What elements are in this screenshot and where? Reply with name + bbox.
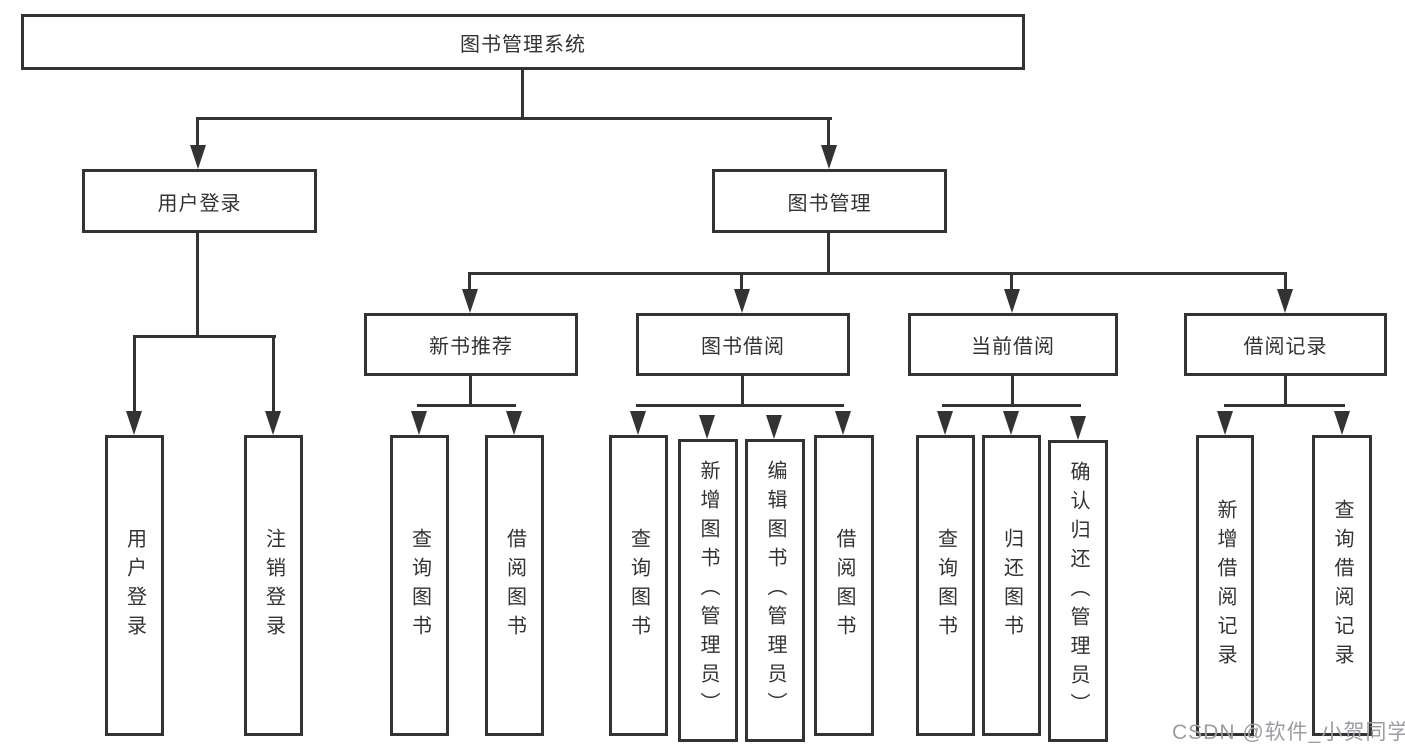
connector-line	[827, 233, 830, 275]
connector-line	[1284, 272, 1287, 292]
node-current-borrowing: 当前借阅	[908, 313, 1118, 376]
arrow-down-icon	[1004, 289, 1020, 313]
connector-line	[196, 117, 832, 120]
connector-line	[133, 335, 276, 338]
connector-line	[521, 69, 524, 119]
leaf-current-query-books: 查询图书	[916, 435, 975, 736]
arrow-down-icon	[462, 289, 478, 313]
connector-line	[468, 272, 471, 292]
connector-line	[133, 335, 136, 413]
connector-line	[1010, 272, 1013, 292]
connector-line	[272, 335, 275, 413]
arrow-down-icon	[506, 411, 522, 435]
connector-line	[196, 117, 199, 147]
node-new-book-recommendation: 新书推荐	[364, 313, 578, 376]
arrow-down-icon	[1217, 411, 1233, 435]
connector-line	[827, 117, 830, 147]
leaf-edit-books-admin: 编辑图书（管理员）	[745, 439, 805, 742]
arrow-down-icon	[821, 145, 837, 169]
arrow-down-icon	[766, 415, 782, 439]
connector-line	[1224, 404, 1345, 407]
connector-line	[1011, 375, 1014, 407]
arrow-down-icon	[1334, 411, 1350, 435]
leaf-add-books-admin: 新增图书（管理员）	[678, 439, 738, 742]
connector-line	[636, 404, 844, 407]
leaf-logout: 注销登录	[244, 435, 303, 736]
arrow-down-icon	[699, 415, 715, 439]
arrow-down-icon	[1003, 411, 1019, 435]
arrow-down-icon	[835, 411, 851, 435]
arrow-down-icon	[190, 145, 206, 169]
arrow-down-icon	[411, 411, 427, 435]
connector-line	[1284, 375, 1287, 407]
connector-line	[740, 272, 743, 292]
leaf-return-books: 归还图书	[982, 435, 1041, 736]
leaf-recommend-borrow-books: 借阅图书	[485, 435, 544, 736]
leaf-recommend-query-books: 查询图书	[390, 435, 449, 736]
leaf-confirm-return-admin: 确认归还（管理员）	[1048, 440, 1108, 742]
arrow-down-icon	[1070, 416, 1086, 440]
node-book-borrowing: 图书借阅	[636, 313, 850, 376]
node-user-login: 用户登录	[82, 169, 317, 233]
leaf-borrow-query-books: 查询图书	[609, 435, 668, 736]
watermark: CSDN @软件_小贺同学	[1172, 721, 1405, 744]
arrow-down-icon	[630, 411, 646, 435]
node-borrowing-records: 借阅记录	[1184, 313, 1387, 376]
connector-line	[942, 404, 1081, 407]
arrow-down-icon	[937, 411, 953, 435]
arrow-down-icon	[734, 289, 750, 313]
leaf-user-login: 用户登录	[105, 435, 164, 736]
node-library-management-system: 图书管理系统	[21, 14, 1025, 70]
leaf-borrow-books: 借阅图书	[814, 435, 874, 736]
arrow-down-icon	[1277, 289, 1293, 313]
node-book-management: 图书管理	[712, 169, 947, 233]
connector-line	[468, 272, 1287, 275]
connector-line	[741, 375, 744, 407]
arrow-down-icon	[126, 411, 142, 435]
connector-line	[196, 233, 199, 338]
arrow-down-icon	[265, 411, 281, 435]
connector-line	[417, 404, 516, 407]
connector-line	[469, 375, 472, 407]
leaf-query-borrow-record: 查询借阅记录	[1312, 435, 1372, 736]
leaf-add-borrow-record: 新增借阅记录	[1196, 435, 1254, 736]
